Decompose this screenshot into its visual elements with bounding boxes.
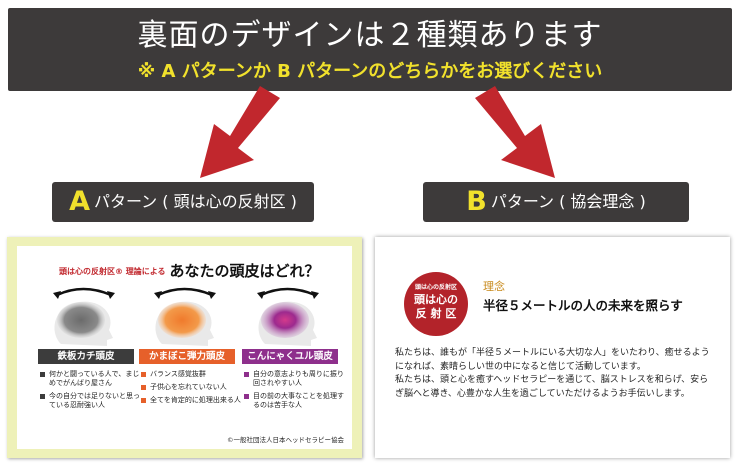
banner-title: 裏面のデザインは２種類あります — [137, 18, 603, 53]
logo-top-text: 頭は心の反射区 — [414, 284, 457, 291]
paragraph: 私たちは、頭と心を癒すヘッドセラピーを通じて、脳ストレスを和らげ、安らぎ脳へと導… — [395, 375, 709, 399]
card-a-prefix: 頭は心の反射区® 理論による — [59, 267, 166, 276]
head-gray-icon — [53, 287, 115, 346]
type-konnyaku-bullets: 自分の意志よりも周りに振り回されやすい人 目の前の大事なことを処理するのは苦手な… — [244, 370, 344, 414]
list-item: 何かと闘っている人で、まじめでがんばり屋さん — [40, 370, 140, 388]
type-label-konnyaku: こんにゃくユル頭皮 — [242, 349, 338, 364]
list-item: 自分の意志よりも周りに振り回されやすい人 — [244, 370, 344, 388]
philosophy-body: 私たちは、誰もが「半径５メートルにいる大切な人」をいたわり、癒せるようになれば、… — [395, 347, 715, 401]
paragraph: 私たちは、誰もが「半径５メートルにいる大切な人」をいたわり、癒せるようになれば、… — [395, 348, 710, 372]
header-banner: 裏面のデザインは２種類あります ※ A パターンか B パターンのどちらかをお選… — [8, 8, 732, 91]
philosophy-title: 半径５メートルの人の未来を照らす — [483, 298, 683, 313]
pattern-b-card[interactable]: 頭は心の反射区 頭は心の 反 射 区 理念 半径５メートルの人の未来を照らす 私… — [375, 237, 730, 458]
list-item: 全てを肯定的に処理出来る人 — [141, 396, 241, 405]
type-kamaboko-bullets: バランス感覚抜群 子供心を忘れていない人 全てを肯定的に処理出来る人 — [141, 370, 241, 409]
card-a-title: あなたの頭皮はどれ？ — [169, 262, 320, 280]
list-item: 子供心を忘れていない人 — [141, 383, 241, 392]
list-item: 今の自分では足りないと思っている忍耐強い人 — [40, 392, 140, 410]
down-left-arrow-icon — [200, 86, 280, 178]
pattern-a-card[interactable]: 頭は心の反射区® 理論によるあなたの頭皮はどれ？ — [7, 237, 362, 458]
list-item: 目の前の大事なことを処理するのは苦手な人 — [244, 392, 344, 410]
pattern-a-text: パターン ( 頭は心の反射区 ) — [93, 192, 297, 211]
logo-main-text: 頭は心の 反 射 区 — [414, 293, 458, 320]
association-logo: 頭は心の反射区 頭は心の 反 射 区 — [404, 272, 468, 336]
type-iron-bullets: 何かと闘っている人で、まじめでがんばり屋さん 今の自分では足りないと思っている忍… — [40, 370, 140, 414]
card-a-heading: 頭は心の反射区® 理論によるあなたの頭皮はどれ？ — [59, 260, 320, 281]
pattern-a-letter: A — [69, 186, 90, 217]
copyright-text: ©一般社団法人日本ヘッドセラピー協会 — [227, 436, 344, 444]
list-item: バランス感覚抜群 — [141, 370, 241, 379]
pattern-a-card-inner: 頭は心の反射区® 理論によるあなたの頭皮はどれ？ — [17, 246, 352, 449]
banner-subtitle: ※ A パターンか B パターンのどちらかをお選びください — [137, 61, 603, 82]
pattern-b-letter: B — [466, 186, 487, 217]
down-right-arrow-icon — [475, 86, 555, 178]
pattern-b-text: パターン ( 協会理念 ) — [490, 192, 646, 211]
type-label-kamaboko: かまぼこ弾力頭皮 — [139, 349, 235, 364]
type-label-iron: 鉄板カチ頭皮 — [38, 349, 134, 364]
head-purple-icon — [257, 287, 319, 346]
philosophy-label: 理念 — [483, 280, 505, 293]
head-orange-icon — [154, 287, 216, 346]
